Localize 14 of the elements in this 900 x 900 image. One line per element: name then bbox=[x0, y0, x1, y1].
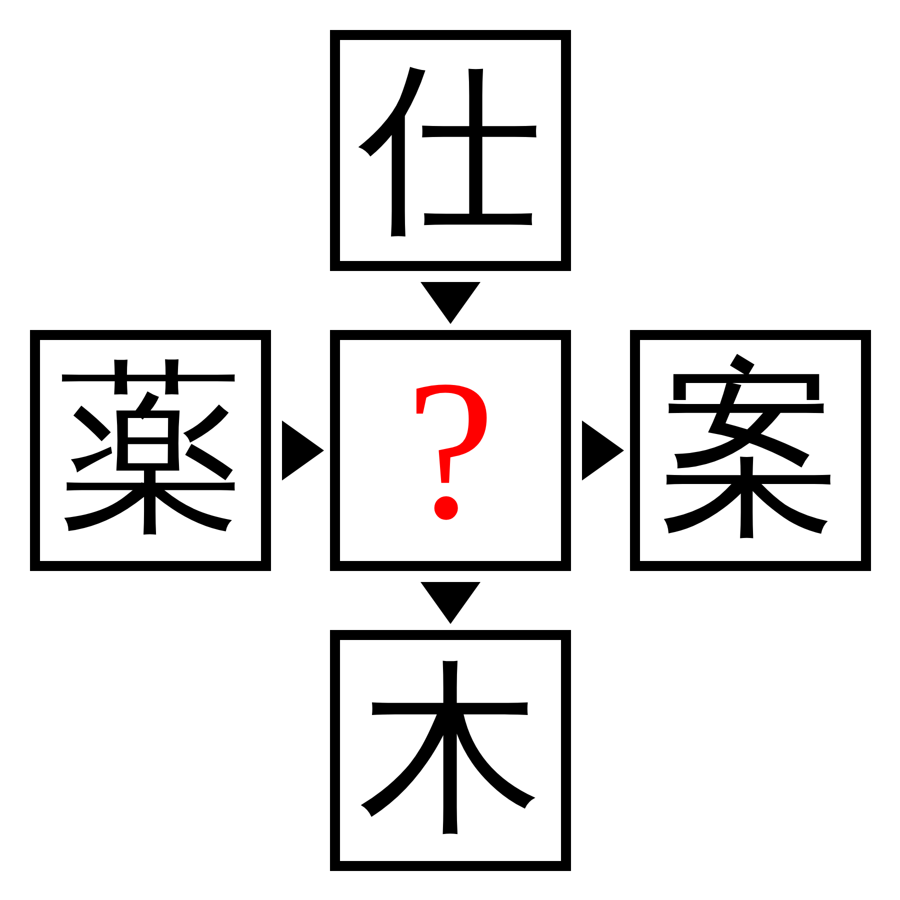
arrow bbox=[420, 582, 480, 624]
kanji-character: 薬 bbox=[58, 346, 242, 554]
kanji-character: 仕 bbox=[358, 46, 542, 254]
character-box bbox=[30, 330, 271, 571]
kanji-character: 案 bbox=[658, 346, 842, 554]
arrow bbox=[582, 420, 624, 480]
character-box bbox=[630, 330, 871, 571]
kanji-character: 木 bbox=[358, 646, 542, 854]
character-box bbox=[330, 630, 571, 871]
character-box bbox=[330, 30, 571, 271]
question-mark: ? bbox=[406, 346, 495, 556]
arrow bbox=[282, 420, 324, 480]
character-box bbox=[330, 330, 571, 571]
arrow bbox=[420, 282, 480, 324]
